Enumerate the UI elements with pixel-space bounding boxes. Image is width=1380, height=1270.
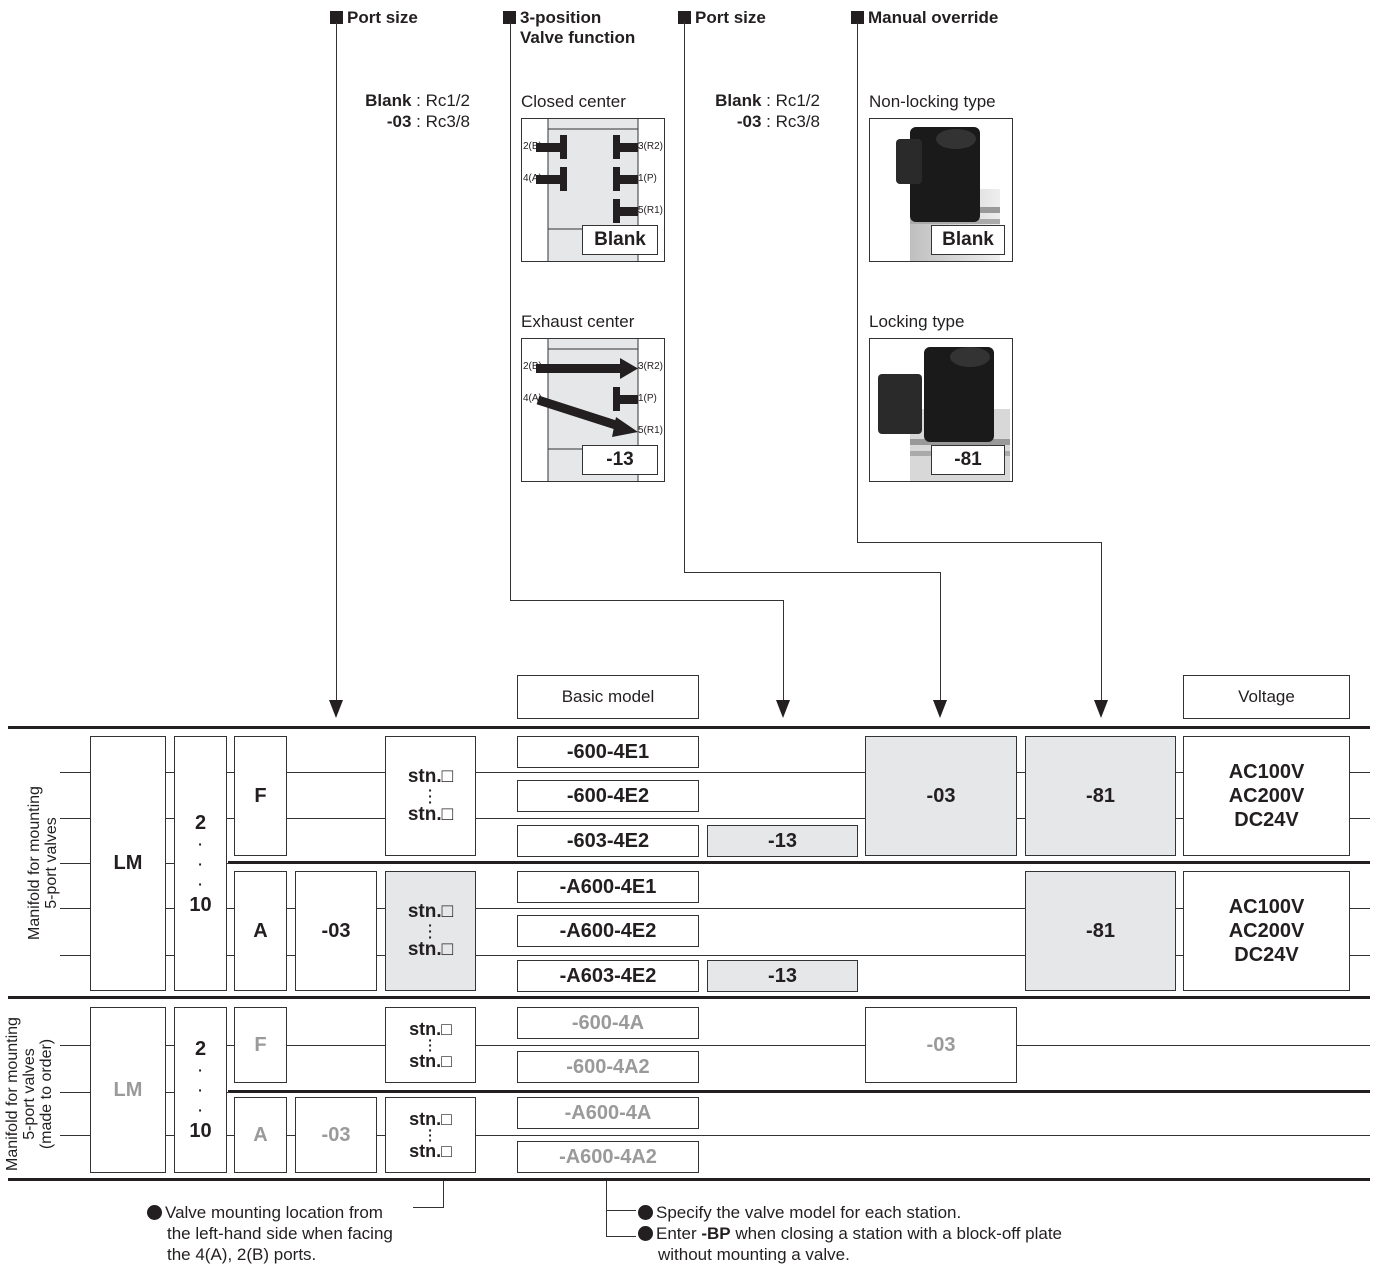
type-f-mto: F [234, 1007, 287, 1083]
port-label-1p: 1(P) [638, 173, 657, 184]
station-range-a: stn.□···stn.□ [385, 871, 476, 991]
station-range-a-mto: stn.□···stn.□ [385, 1097, 476, 1173]
model-a600-4a2: -A600-4A2 [517, 1141, 699, 1173]
header-manual-override: Manual override [851, 8, 998, 28]
header-port-size-1: Port size [330, 8, 418, 28]
model-600-4a: -600-4A [517, 1007, 699, 1039]
voltage-label: Voltage [1183, 675, 1350, 719]
bullet-icon [638, 1226, 653, 1241]
header-port-size-2: Port size [678, 8, 766, 28]
exhaust-center-option: -13 [707, 825, 858, 857]
square-bullet-icon [678, 11, 691, 24]
exhaust-center-option-a: -13 [707, 960, 858, 992]
square-bullet-icon [851, 11, 864, 24]
closed-center-code: Blank [582, 225, 658, 255]
port-label-5r1: 5(R1) [638, 425, 664, 436]
model-a600-4e2: -A600-4E2 [517, 915, 699, 947]
model-a603-4e2: -A603-4E2 [517, 960, 699, 992]
bullet-icon [147, 1205, 162, 1220]
nonlocking-code: Blank [931, 225, 1005, 255]
arrow-down-icon [1094, 700, 1108, 718]
port-label-1p: 1(P) [638, 393, 657, 404]
locking-title: Locking type [869, 312, 965, 331]
model-600-4e1: -600-4E1 [517, 736, 699, 768]
exhaust-center-code: -13 [582, 445, 658, 475]
port-size-options-2: Blank : Rc1/2 -03 : Rc3/8 [715, 91, 820, 131]
square-bullet-icon [503, 11, 516, 24]
model-600-4a2: -600-4A2 [517, 1051, 699, 1083]
arrow-down-icon [776, 700, 790, 718]
type-a-mto: A [234, 1097, 287, 1173]
type-a: A [234, 871, 287, 991]
manual-override-option: -81 [1025, 736, 1176, 856]
stations-range: 2 ··· 10 [174, 736, 227, 991]
port-size-option: -03 [865, 736, 1017, 856]
arrow-down-icon [933, 700, 947, 718]
bullet-icon [638, 1205, 653, 1220]
station-range-f-mto: stn.□···stn.□ [385, 1007, 476, 1083]
locking-code: -81 [931, 445, 1005, 475]
model-600-4e2: -600-4E2 [517, 780, 699, 812]
lm-code-mto: LM [90, 1007, 166, 1173]
port-label-2b: 2(B) [523, 141, 542, 152]
nonlocking-title: Non-locking type [869, 92, 996, 111]
square-bullet-icon [330, 11, 343, 24]
port-label-5r1: 5(R1) [638, 205, 664, 216]
range-dots: ··· [198, 835, 203, 892]
port-label-4a: 4(A) [523, 393, 542, 404]
model-a600-4e1: -A600-4E1 [517, 871, 699, 903]
type-f: F [234, 736, 287, 856]
port-label-4a: 4(A) [523, 173, 542, 184]
closed-center-title: Closed center [521, 92, 626, 111]
nonlocking-photo: Blank [869, 118, 1013, 262]
port-label-3r2: 3(R2) [638, 141, 664, 152]
arrow-down-icon [329, 700, 343, 718]
locking-photo: -81 [869, 338, 1013, 482]
model-note: Specify the valve model for each station… [638, 1202, 1062, 1265]
port-label-2b: 2(B) [523, 361, 542, 372]
port-size-a: -03 [295, 871, 377, 991]
range-dots: ··· [198, 1062, 203, 1118]
basic-model-label: Basic model [517, 675, 699, 719]
model-a600-4a: -A600-4A [517, 1097, 699, 1129]
port-label-3r2: 3(R2) [638, 361, 664, 372]
port-size-a-mto: -03 [295, 1097, 377, 1173]
exhaust-center-title: Exhaust center [521, 312, 635, 331]
station-note: Valve mounting location from the left-ha… [147, 1202, 393, 1265]
model-603-4e2: -603-4E2 [517, 825, 699, 857]
manual-override-option-a: -81 [1025, 871, 1176, 991]
stations-range-mto: 2 ··· 10 [174, 1007, 227, 1173]
lm-code: LM [90, 736, 166, 991]
port-size-option-mto: -03 [865, 1007, 1017, 1083]
header-valve-function: 3-position Valve function [503, 8, 635, 48]
port-size-options-1: Blank : Rc1/2 -03 : Rc3/8 [365, 91, 470, 131]
station-range-f: stn.□···stn.□ [385, 736, 476, 856]
